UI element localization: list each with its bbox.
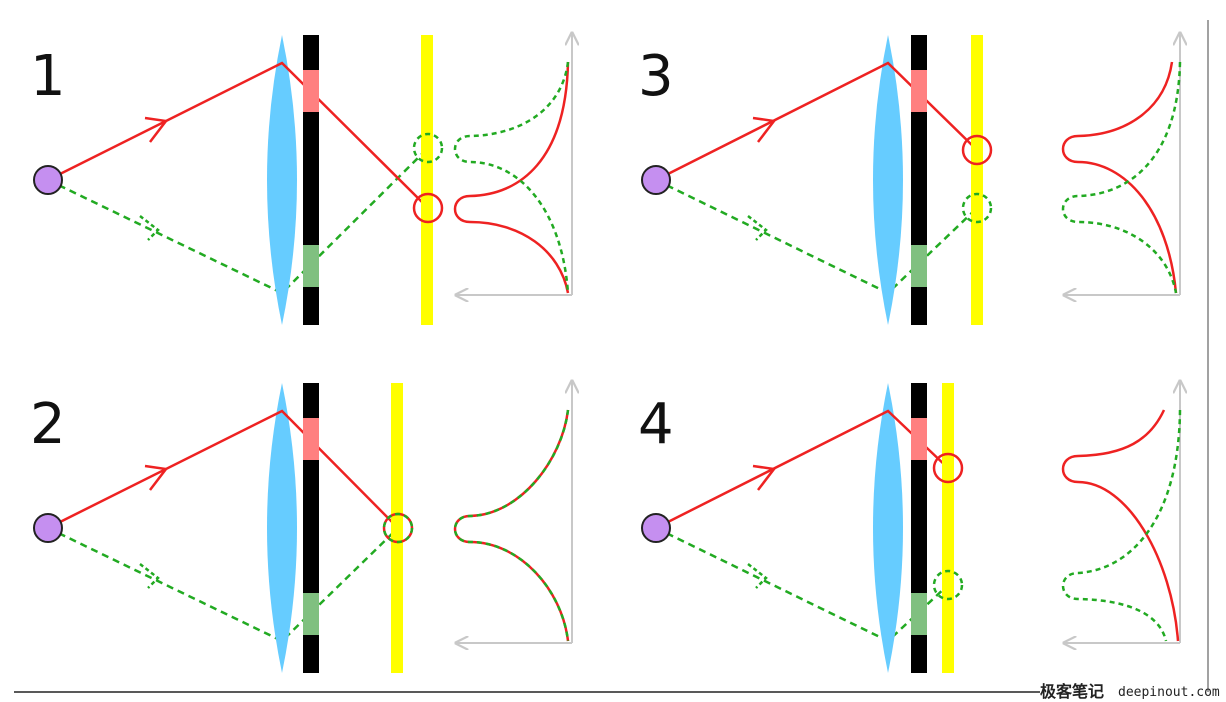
- green-ray-arrow: [139, 215, 160, 241]
- red-intensity-curve: [453, 409, 570, 642]
- red-intensity-curve: [453, 61, 570, 294]
- green-intensity-curve: [1061, 61, 1182, 294]
- detector-screen: [421, 35, 433, 325]
- mask-red-window: [911, 418, 927, 460]
- mask-green-window: [303, 593, 319, 635]
- green-ray-arrow: [747, 563, 768, 589]
- mask-red-window: [303, 418, 319, 460]
- green-focus-circle: [382, 512, 414, 544]
- lens: [873, 383, 903, 673]
- red-ray: [655, 61, 978, 182]
- mask-green-window: [911, 245, 927, 287]
- red-ray-arrow: [144, 116, 169, 143]
- red-ray-arrow: [752, 464, 777, 491]
- watermark-chinese: 极客笔记: [1040, 682, 1104, 701]
- green-ray-arrow: [139, 563, 160, 589]
- panel-1: 1: [30, 33, 572, 325]
- light-source: [641, 513, 671, 543]
- red-ray: [47, 409, 399, 530]
- light-source: [33, 165, 63, 195]
- mask-green-window: [303, 245, 319, 287]
- red-intensity-curve: [1061, 409, 1180, 642]
- green-focus-circle: [932, 569, 964, 601]
- green-intensity-curve: [453, 409, 570, 642]
- red-ray-arrow: [144, 464, 169, 491]
- panel-3: 3: [638, 33, 1180, 325]
- green-ray-arrow: [747, 215, 768, 241]
- red-focus-circle: [412, 192, 444, 224]
- red-ray: [655, 409, 949, 530]
- red-intensity-curve: [1061, 61, 1178, 294]
- panel-number: 3: [638, 44, 674, 109]
- detector-screen: [391, 383, 403, 673]
- green-ray: [655, 526, 949, 643]
- green-ray: [47, 147, 429, 295]
- red-focus-circle: [961, 134, 993, 166]
- detector-screen: [942, 383, 954, 673]
- lens: [873, 35, 903, 325]
- mask-red-window: [303, 70, 319, 112]
- red-ray-arrow: [752, 116, 777, 143]
- detector-screen: [971, 35, 983, 325]
- green-focus-circle: [961, 192, 993, 224]
- light-source: [33, 513, 63, 543]
- mask-red-window: [911, 70, 927, 112]
- light-source: [641, 165, 671, 195]
- panel-2: 2: [30, 381, 572, 673]
- red-ray: [47, 61, 429, 209]
- panel-number: 2: [30, 392, 66, 457]
- watermark-url: deepinout.com: [1118, 685, 1220, 700]
- green-ray: [47, 526, 399, 643]
- panel-number: 4: [638, 392, 674, 457]
- green-focus-circle: [412, 132, 444, 164]
- mask-green-window: [911, 593, 927, 635]
- green-ray: [655, 178, 978, 295]
- lens: [267, 35, 297, 325]
- green-intensity-curve: [1061, 409, 1182, 642]
- panel-number: 1: [30, 44, 66, 109]
- green-intensity-curve: [453, 61, 570, 294]
- red-focus-circle: [932, 452, 964, 484]
- lens: [267, 383, 297, 673]
- panel-4: 4: [638, 381, 1180, 673]
